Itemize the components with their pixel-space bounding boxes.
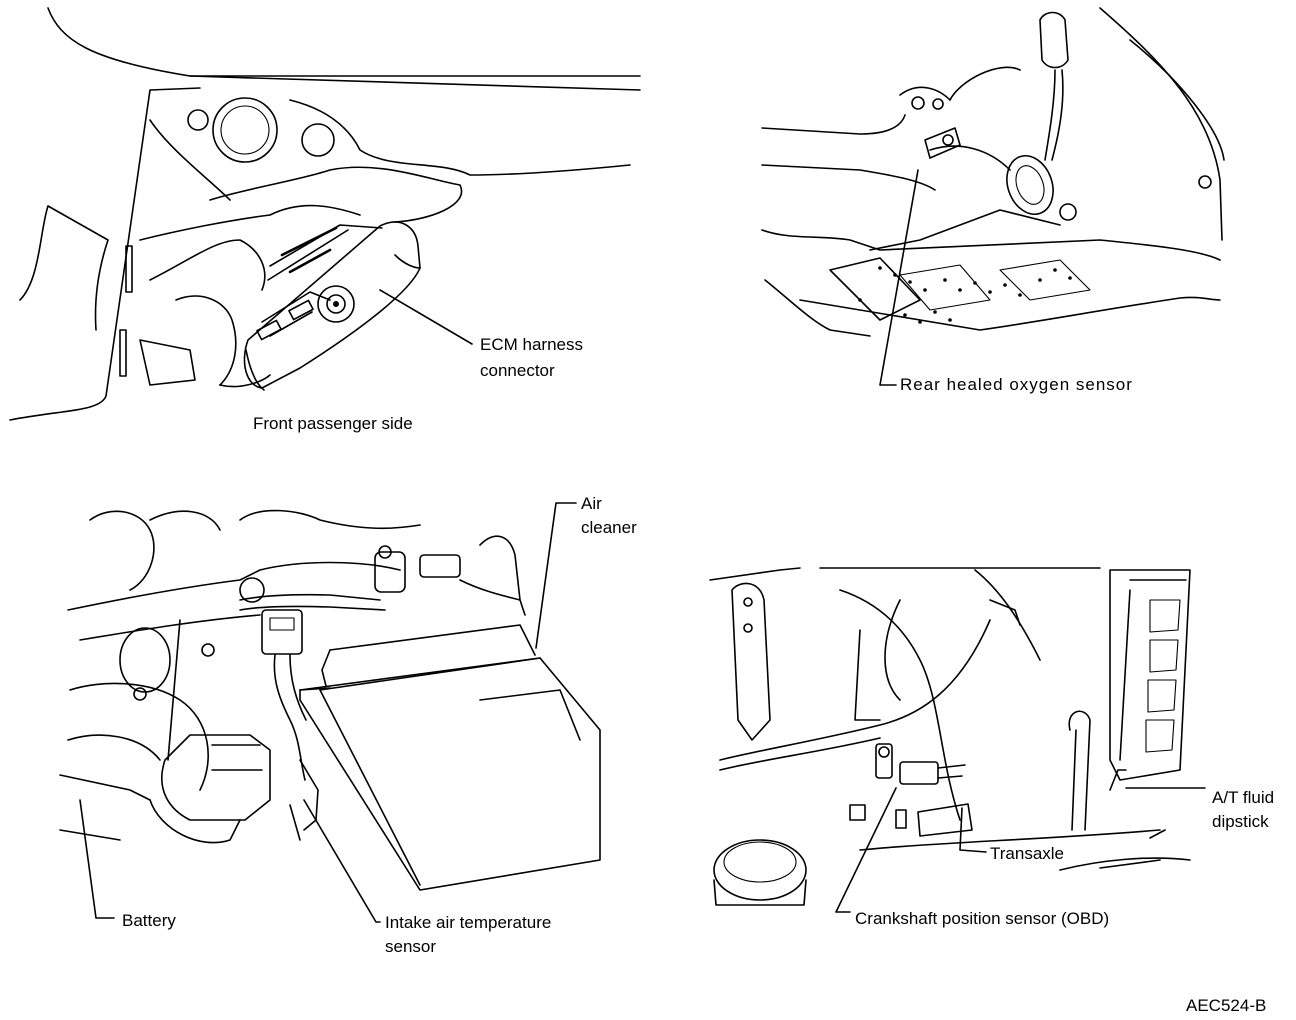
transaxle-label: Transaxle	[990, 844, 1065, 863]
intake-air-temperature-sensor-label-line2: sensor	[385, 937, 437, 956]
ecm-harness-connector-label-line1: ECM harness	[480, 335, 583, 354]
intake-air-temperature-sensor-label-line1: Intake air temperature	[385, 913, 552, 932]
panel-top-left-art	[9, 7, 641, 421]
crankshaft-position-sensor-label: Crankshaft position sensor (OBD)	[855, 909, 1110, 928]
at-fluid-dipstick-label-line1: A/T fluid	[1212, 788, 1275, 807]
panel-bottom-left-art	[59, 502, 601, 923]
rear-oxygen-sensor-label: Rear healed oxygen sensor	[900, 375, 1133, 394]
battery-label: Battery	[122, 911, 176, 930]
front-passenger-side-caption: Front passenger side	[253, 414, 413, 433]
ecm-harness-connector-label-line2: connector	[480, 361, 555, 380]
air-cleaner-label-line2: cleaner	[581, 518, 637, 537]
figure-code: AEC524-B	[1186, 996, 1267, 1015]
air-cleaner-label-line1: Air	[581, 494, 602, 513]
at-fluid-dipstick-label-line2: dipstick	[1212, 812, 1269, 831]
panel-top-right-art	[761, 7, 1225, 386]
panel-bottom-right-art	[709, 567, 1206, 913]
